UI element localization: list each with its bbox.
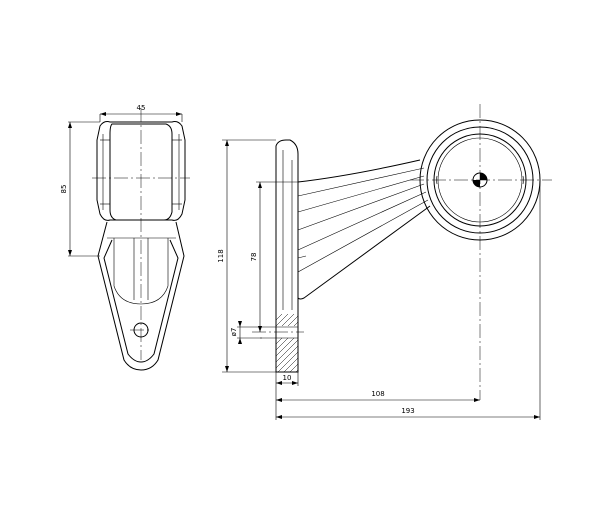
side-arm-rib-5 [297,199,429,273]
dim-193-arrow-right [534,415,540,419]
side-center-quadrant-1 [480,173,487,180]
dim-193-label: 193 [401,407,414,415]
side-arm-tick [297,255,307,259]
side-arm-rib-4 [297,191,427,251]
side-arm-rib-2 [297,175,425,213]
dim-45-label: 45 [137,104,146,112]
dim-85-arrow-top [68,122,72,128]
front-bracket-outer [97,221,185,371]
dim-118-arrow-top [225,140,229,146]
dim-45-arrow-right [176,112,182,116]
side-base-plate [275,139,299,373]
dim-78-arrow-top [258,182,262,188]
side-view: 118 78 ø7 10 108 193 [217,104,552,420]
dim-85-arrow-bottom [68,250,72,256]
dim-10-label: 10 [283,374,292,382]
front-lamp-lens [109,123,173,221]
dim-10-arrow-left [276,381,282,385]
dim-78-label: 78 [250,253,258,262]
side-arm-rib-3 [297,183,425,231]
side-arm-outline [297,159,431,300]
dim-108-arrow-right [474,398,480,402]
dim-d7-label: ø7 [230,328,238,337]
dim-d7-arrow-top [238,321,242,327]
front-view: 45 85 [60,104,190,371]
dim-118-label: 118 [217,249,225,262]
front-bracket-inner [103,239,179,363]
dim-d7-arrow-bottom [238,338,242,344]
dim-10-arrow-right [292,381,298,385]
side-center-quadrant-3 [473,180,480,187]
dim-108-arrow-left [276,398,282,402]
side-base-hatching [276,338,298,372]
side-arm-rib-1 [297,167,425,197]
dim-193-arrow-left [276,415,282,419]
dim-118-arrow-bottom [225,366,229,372]
dim-108-label: 108 [371,390,384,398]
side-base-hatching-top [276,314,298,327]
front-bracket-neck [113,238,169,305]
front-lamp-body [96,121,186,221]
dim-45-arrow-left [100,112,106,116]
dim-85-label: 85 [60,185,68,194]
dim-78-arrow-bottom [258,326,262,332]
